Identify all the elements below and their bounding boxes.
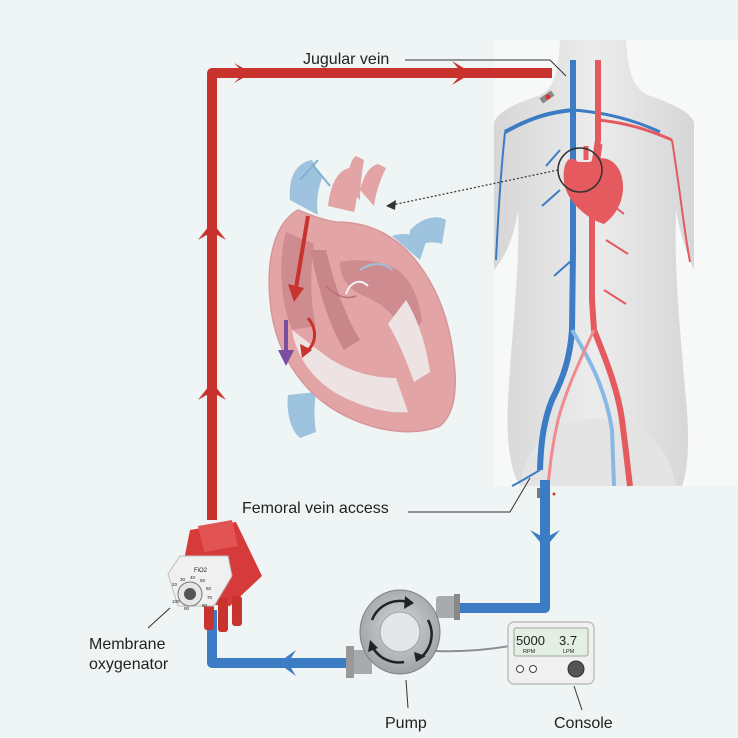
label-jugular-vein: Jugular vein bbox=[303, 51, 389, 68]
callout-dotted-line bbox=[391, 169, 559, 206]
svg-text:50: 50 bbox=[200, 578, 206, 583]
drainage-line-blue bbox=[452, 480, 550, 613]
svg-text:20: 20 bbox=[172, 582, 178, 587]
label-femoral-vein-access: Femoral vein access bbox=[242, 500, 389, 517]
console-cable bbox=[435, 645, 511, 653]
oxygenator-gauge-label: FiO2 bbox=[194, 568, 208, 574]
return-line-red bbox=[207, 68, 552, 520]
flow-arrow-down bbox=[530, 530, 560, 548]
svg-text:90: 90 bbox=[184, 606, 190, 611]
svg-text:80: 80 bbox=[202, 603, 208, 608]
membrane-oxygenator: FiO2 20 30 40 50 60 70 80 90 100 bbox=[167, 520, 262, 632]
oxygenator-leader bbox=[147, 607, 171, 629]
console-button bbox=[516, 665, 524, 673]
svg-text:30: 30 bbox=[180, 577, 186, 582]
flow-arrow-up bbox=[198, 222, 226, 240]
flow-arrow-up bbox=[198, 382, 226, 400]
svg-text:100: 100 bbox=[172, 599, 180, 604]
console: 5000 RPM 3.7 LPM bbox=[507, 621, 595, 685]
femoral-leader bbox=[408, 477, 531, 513]
console-rpm-unit: RPM bbox=[523, 649, 536, 655]
svg-text:40: 40 bbox=[190, 575, 196, 580]
callout-arrowhead bbox=[386, 200, 396, 210]
console-leader bbox=[573, 685, 583, 711]
flow-arrows bbox=[198, 61, 560, 676]
jugular-leader bbox=[405, 59, 567, 77]
heart-cross-section bbox=[268, 156, 456, 438]
label-pump: Pump bbox=[385, 715, 427, 732]
flow-arrow-left bbox=[278, 650, 296, 676]
svg-text:70: 70 bbox=[207, 595, 213, 600]
oxygenator-gauge-ticks: 20 30 40 50 60 70 80 90 100 bbox=[172, 575, 213, 611]
console-display bbox=[513, 627, 589, 657]
console-lock-icon bbox=[529, 665, 537, 673]
console-lpm-unit: LPM bbox=[563, 649, 575, 655]
pump bbox=[346, 589, 460, 678]
console-rpm-value: 5000 bbox=[516, 633, 545, 648]
console-lpm-value: 3.7 bbox=[559, 633, 577, 648]
label-console: Console bbox=[554, 715, 613, 732]
human-body bbox=[494, 40, 738, 498]
leader-lines bbox=[147, 59, 583, 711]
flow-arrow-top-right bbox=[234, 63, 252, 83]
flow-arrow-top-right bbox=[452, 61, 472, 85]
pump-leader bbox=[405, 679, 409, 709]
label-oxygenator: oxygenator bbox=[89, 656, 169, 673]
label-membrane: Membrane bbox=[89, 636, 166, 653]
console-knob bbox=[567, 660, 585, 678]
svg-text:60: 60 bbox=[206, 586, 212, 591]
